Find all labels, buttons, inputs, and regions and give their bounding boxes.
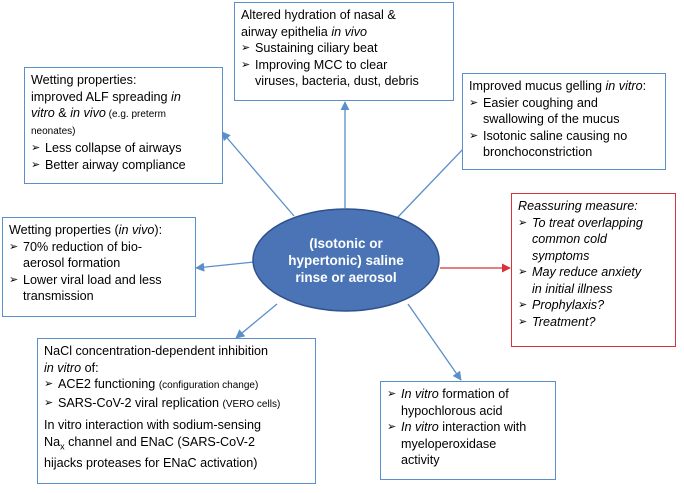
mucus-title: Improved mucus gelling in vitro: bbox=[469, 79, 647, 93]
reassuring-bullet-1: To treat overlapping bbox=[518, 215, 669, 232]
wetting-line-2: improved ALF spreading in bbox=[31, 89, 181, 104]
center-line-1: (Isotonic or bbox=[309, 235, 383, 251]
hydration-title-2: airway epithelia in vivo bbox=[241, 24, 368, 39]
wetting-invivo-bullet-2: Lower viral load and less bbox=[9, 272, 189, 289]
arrow-to-hocl bbox=[407, 303, 462, 381]
hocl-bullet-2-cont-2: activity bbox=[401, 453, 440, 467]
box-nacl-inhibition: NaCl concentration-dependent inhibition … bbox=[37, 338, 316, 484]
box-mucus-gelling: Improved mucus gelling in vitro: Easier … bbox=[462, 73, 666, 170]
hocl-bullet-2-cont-1: myeloperoxidase bbox=[401, 436, 497, 451]
wetting-line-4: neonates) bbox=[31, 125, 76, 137]
hydration-bullet-2-cont: viruses, bacteria, dust, debris bbox=[255, 74, 419, 88]
hydration-bullet-2: Improving MCC to clear bbox=[241, 57, 447, 74]
mucus-bullet-2: Isotonic saline causing no bbox=[469, 128, 659, 145]
arrow-to-wetting-top bbox=[221, 131, 295, 217]
reassuring-bullet-1-cont-2: symptoms bbox=[532, 248, 590, 263]
center-label: (Isotonic or hypertonic) saline rinse or… bbox=[252, 208, 440, 312]
mucus-bullet-1: Easier coughing and bbox=[469, 95, 659, 112]
arrow-to-nacl bbox=[235, 303, 278, 339]
reassuring-bullet-2-cont: in initial illness bbox=[532, 281, 613, 296]
wetting-invivo-bullet-1-cont: aerosol formation bbox=[23, 256, 121, 270]
center-ellipse bbox=[252, 208, 440, 312]
wetting-bullet-1: Less collapse of airways bbox=[31, 140, 216, 157]
hydration-title-1: Altered hydration of nasal & bbox=[241, 8, 396, 22]
arrow-to-wetting-mid bbox=[195, 261, 255, 272]
box-hydration: Altered hydration of nasal & airway epit… bbox=[234, 2, 454, 101]
reassuring-bullet-4: Treatment? bbox=[518, 314, 669, 331]
nacl-line-1: NaCl concentration-dependent inhibition bbox=[44, 344, 269, 358]
hydration-bullet-1: Sustaining ciliary beat bbox=[241, 40, 447, 57]
nacl-bullet-2: SARS-CoV-2 viral replication (VERO cells… bbox=[44, 395, 309, 414]
box-wetting-spreading: Wetting properties: improved ALF spreadi… bbox=[24, 67, 223, 184]
box-wetting-invivo: Wetting properties (in vivo): 70% reduct… bbox=[2, 217, 196, 317]
wetting-invivo-bullet-2-cont: transmission bbox=[23, 289, 94, 303]
reassuring-bullet-1-cont-1: common cold bbox=[532, 232, 607, 246]
wetting-invivo-title: Wetting properties (in vivo): bbox=[9, 223, 163, 237]
wetting-bullet-2: Better airway compliance bbox=[31, 157, 216, 174]
reassuring-bullet-3: Prophylaxis? bbox=[518, 297, 669, 314]
box-reassuring-measure: Reassuring measure: To treat overlapping… bbox=[511, 193, 676, 347]
hocl-bullet-1: In vitro formation of bbox=[387, 386, 549, 403]
wetting-line-3: vitro & in vivo (e.g. preterm bbox=[31, 106, 166, 120]
center-line-2: hypertonic) saline bbox=[288, 252, 404, 268]
nacl-bullet-1: ACE2 functioning (configuration change) bbox=[44, 376, 309, 395]
box-hypochlorous: In vitro formation of hypochlorous acid … bbox=[380, 381, 556, 480]
center-line-3: rinse or aerosol bbox=[295, 269, 397, 285]
mucus-bullet-1-cont: swallowing of the mucus bbox=[483, 112, 620, 126]
wetting-invivo-bullet-1: 70% reduction of bio- bbox=[9, 239, 189, 256]
hocl-bullet-1-cont: hypochlorous acid bbox=[401, 403, 503, 418]
nacl-line-4: Nax channel and ENaC (SARS-CoV-2 bbox=[44, 434, 256, 452]
wetting-title: Wetting properties: bbox=[31, 73, 137, 87]
reassuring-bullet-2: May reduce anxiety bbox=[518, 264, 669, 281]
nacl-line-2: in vitro of: bbox=[44, 360, 99, 375]
mucus-bullet-2-cont: bronchoconstriction bbox=[483, 145, 593, 159]
nacl-line-3: In vitro interaction with sodium-sensing bbox=[44, 418, 261, 432]
hocl-bullet-2: In vitro interaction with bbox=[387, 419, 549, 436]
reassuring-title: Reassuring measure: bbox=[518, 199, 638, 213]
nacl-line-5: hijacks proteases for ENaC activation) bbox=[44, 455, 258, 470]
